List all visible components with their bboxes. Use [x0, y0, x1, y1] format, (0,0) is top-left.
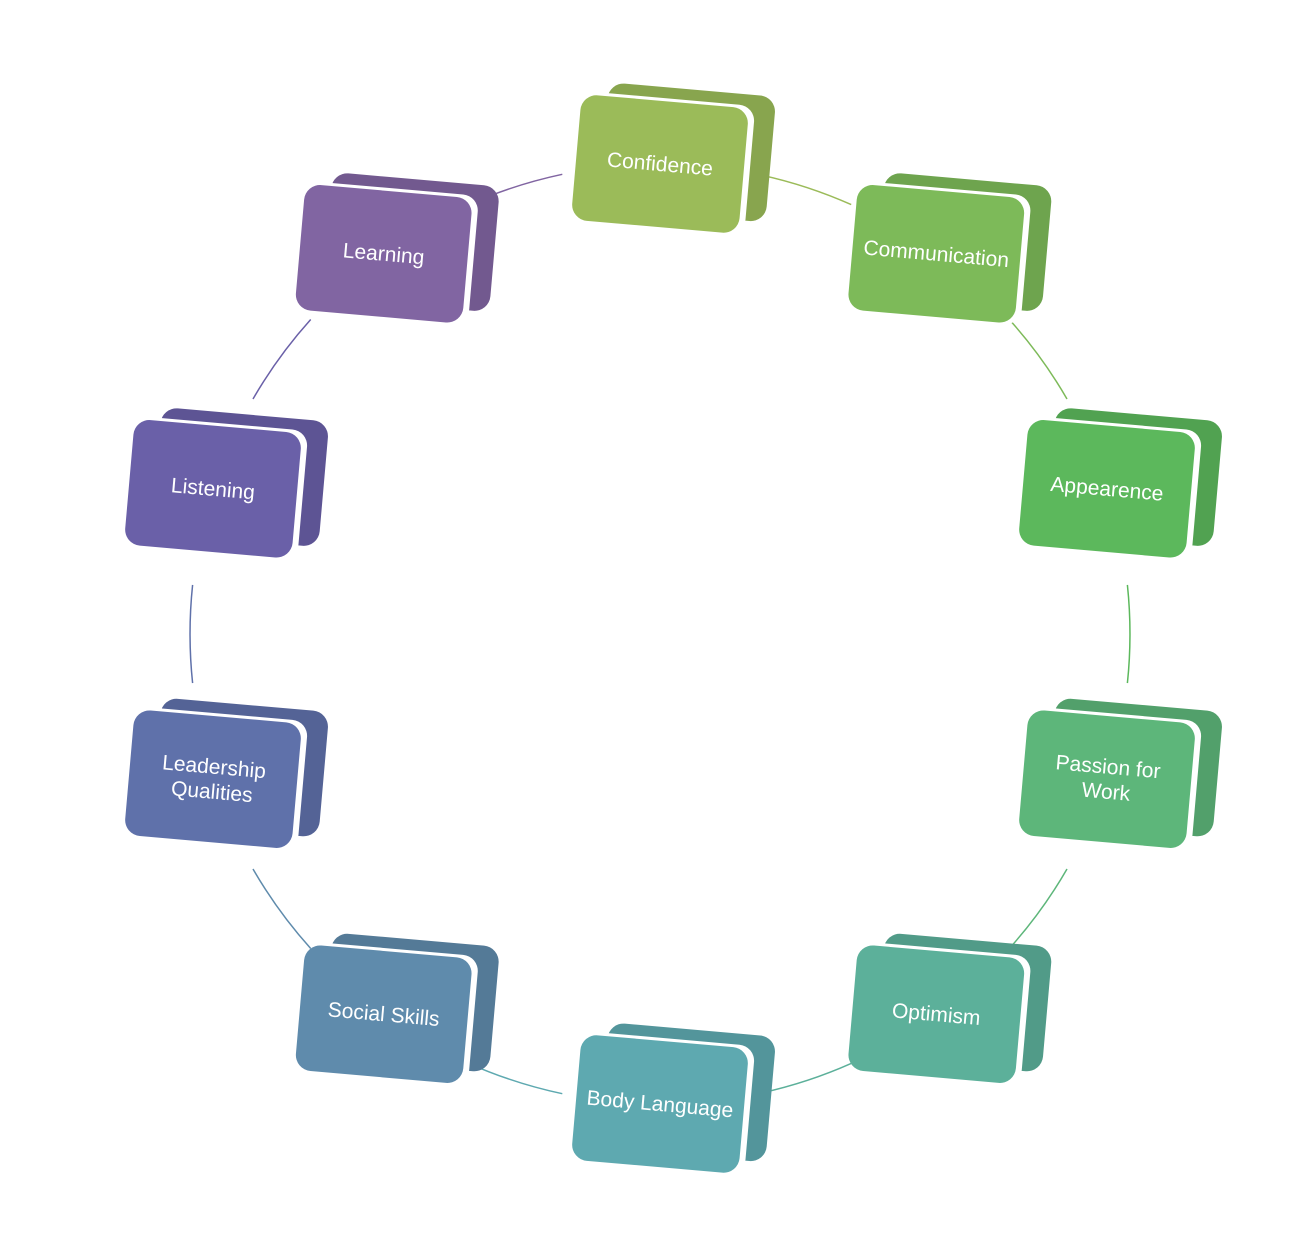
node-front-face — [295, 945, 472, 1083]
node-listening: Listening — [125, 408, 328, 560]
connector-communication-to-appearence — [1008, 318, 1068, 400]
node-label-line: Work — [1081, 779, 1132, 806]
node-front-face — [1019, 710, 1195, 848]
connector-appearence-to-passion-for-work — [1126, 584, 1131, 684]
connector-passion-for-work-to-optimism — [1008, 868, 1068, 950]
node-front-face — [848, 185, 1025, 323]
node-body-language: Body Language — [572, 1023, 775, 1175]
node-front-face — [1019, 420, 1195, 558]
node-appearence: Appearence — [1019, 408, 1222, 560]
node-passion-for-work: Passion forWork — [1019, 698, 1222, 850]
node-learning: Learning — [295, 173, 499, 325]
node-front-face — [295, 185, 472, 323]
node-leadership-qualities: LeadershipQualities — [125, 698, 328, 850]
node-front-face — [572, 95, 748, 233]
node-social-skills: Social Skills — [295, 933, 499, 1085]
node-confidence: Confidence — [572, 83, 775, 235]
node-front-face — [125, 420, 301, 558]
node-front-face — [848, 945, 1025, 1083]
connector-lines — [189, 173, 1131, 1095]
node-communication: Communication — [848, 173, 1052, 325]
node-front-face — [572, 1035, 748, 1173]
connector-social-skills-to-leadership-qualities — [252, 868, 312, 950]
connector-confidence-to-communication — [757, 173, 852, 206]
node-front-face — [125, 710, 301, 848]
connector-leadership-qualities-to-listening — [189, 584, 194, 684]
node-optimism: Optimism — [848, 933, 1052, 1085]
diagram-nodes: ConfidenceCommunicationAppearencePassion… — [125, 83, 1222, 1175]
connector-listening-to-learning — [252, 318, 312, 400]
